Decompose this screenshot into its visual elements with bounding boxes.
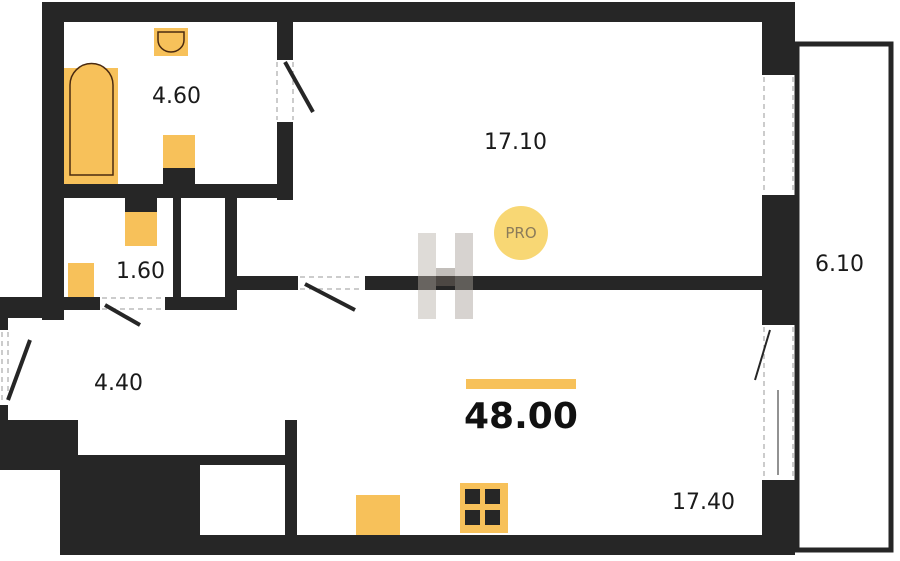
room-area-hallway: 4.40 xyxy=(94,371,143,396)
toilet-2-icon xyxy=(125,211,157,246)
room-area-bathroom: 4.60 xyxy=(152,84,201,109)
total-area: 48.00 xyxy=(464,396,578,437)
room-area-toilet: 1.60 xyxy=(116,259,165,284)
pro-badge: PRO xyxy=(494,206,548,260)
room-area-bedroom: 17.10 xyxy=(484,130,547,155)
toilet-icon xyxy=(163,135,195,169)
stove-burners xyxy=(465,489,500,525)
kitchen-sink-icon xyxy=(356,495,400,535)
walls xyxy=(0,2,795,555)
room-area-balcony: 6.10 xyxy=(815,252,864,277)
door-openings xyxy=(1,62,794,478)
balcony-outline xyxy=(794,41,894,553)
wc-sink-icon xyxy=(68,263,94,297)
door-leaves xyxy=(6,61,779,475)
accent-bar xyxy=(466,379,576,389)
watermark-logo xyxy=(418,233,473,319)
room-area-living-kitchen: 17.40 xyxy=(672,490,735,515)
